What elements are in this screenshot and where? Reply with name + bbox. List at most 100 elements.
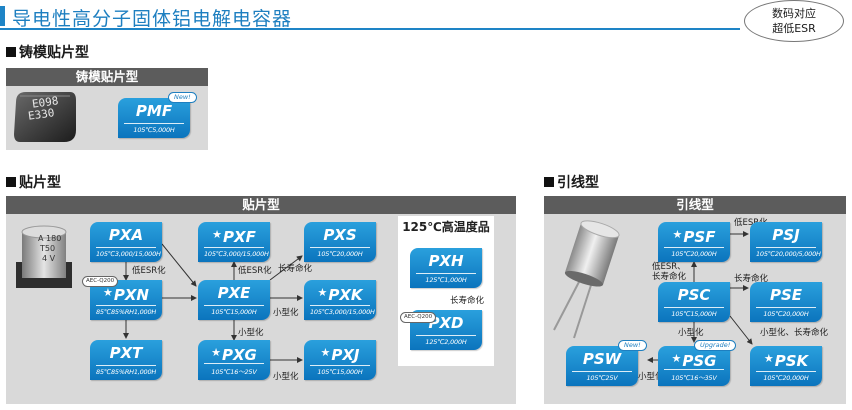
product-psw[interactable]: PSW 105℃25V: [566, 346, 638, 386]
product-psf-spec: 105℃20,000H: [664, 247, 724, 258]
label-psc-psg: 小型化: [678, 328, 704, 338]
product-pmf-spec: 105℃5,000H: [124, 123, 184, 134]
label-psf-psj: 低ESR化: [734, 218, 768, 228]
product-psf-name: PSF: [683, 228, 716, 246]
panel-head-high-temp: 125℃高温度品: [402, 220, 490, 234]
label-pxe-pxk: 小型化: [273, 308, 299, 318]
star-icon: ★: [211, 346, 221, 359]
upgrade-tag-psg: Upgrade!: [694, 340, 737, 351]
product-pxg-spec: 105℃16～25V: [204, 363, 264, 376]
product-pxf-name: PXF: [223, 228, 256, 246]
product-pxh-spec: 125℃1,000H: [416, 273, 476, 284]
star-icon: ★: [763, 352, 774, 365]
product-psk-name: PSK: [774, 352, 809, 370]
product-pxa-spec: 105℃3,000/15,000H: [96, 247, 161, 258]
product-psc[interactable]: PSC 105℃15,000H: [658, 282, 730, 322]
product-pxt-spec: 85℃85%RH1,000H: [96, 365, 156, 376]
product-pxk-spec: 105℃3,000/15,000H: [310, 305, 375, 316]
product-psf[interactable]: ★PSF 105℃20,000H: [658, 222, 730, 262]
product-pxd-name: PXD: [428, 314, 464, 332]
star-icon: ★: [320, 346, 331, 359]
product-pxf-spec: 105℃3,000/15,000H: [204, 247, 269, 258]
section-title-chip: 贴片型: [6, 172, 61, 192]
new-tag-psw: New!: [618, 340, 647, 351]
chip-mark-2: T50: [40, 244, 56, 253]
badge-line1: 数码对应: [772, 7, 816, 20]
digital-low-esr-badge: 数码对应 超低ESR: [744, 0, 844, 42]
chip-capacitor-image: A 180 T50 4 V: [12, 222, 76, 292]
product-pxe-name: PXE: [217, 284, 251, 302]
product-pxa[interactable]: PXA 105℃3,000/15,000H: [90, 222, 162, 262]
product-pxa-name: PXA: [108, 226, 144, 244]
product-pxn-spec: 85℃85%RH1,000H: [96, 305, 156, 316]
product-pxh[interactable]: PXH 125℃1,000H: [410, 248, 482, 288]
product-psc-spec: 105℃15,000H: [664, 307, 724, 318]
label-psc-psk: 小型化、长寿命化: [760, 328, 829, 338]
product-psg-spec: 105℃16～35V: [664, 369, 724, 382]
star-icon: ★: [103, 286, 113, 299]
product-psk[interactable]: ★PSK 105℃20,000H: [750, 346, 822, 386]
product-pxn-name: PXN: [113, 286, 149, 304]
product-psk-spec: 105℃20,000H: [756, 371, 816, 382]
product-pse[interactable]: PSE 105℃20,000H: [750, 282, 822, 322]
product-pxt-name: PXT: [109, 344, 143, 362]
product-pxh-name: PXH: [428, 252, 464, 270]
star-icon: ★: [317, 286, 328, 299]
label-psg-psw: 小型化: [638, 372, 664, 382]
star-icon: ★: [671, 352, 682, 365]
product-pxe[interactable]: PXE 105℃15,000H: [198, 280, 270, 320]
product-psj-spec: 105℃20,000/5,000H: [756, 247, 821, 258]
product-pse-spec: 105℃20,000H: [756, 307, 816, 318]
star-icon: ★: [672, 228, 683, 241]
product-pxs[interactable]: PXS 105℃20,000H: [304, 222, 376, 262]
product-pxs-spec: 105℃20,000H: [310, 247, 370, 258]
product-psg-name: PSG: [682, 352, 717, 370]
section-title-molded: 铸模贴片型: [6, 42, 89, 62]
product-pxj[interactable]: ★PXJ 105℃15,000H: [304, 340, 376, 380]
product-psj-name: PSJ: [772, 226, 800, 244]
product-pxe-spec: 105℃15,000H: [204, 305, 264, 316]
product-pxk-name: PXK: [328, 286, 363, 304]
panel-head-molded: 铸模贴片型: [6, 68, 208, 86]
panel-head-chip: 贴片型: [6, 196, 516, 214]
label-pxe-pxg: 小型化: [238, 328, 264, 338]
product-pxj-name: PXJ: [331, 346, 360, 364]
molded-capacitor-image: E098 E330: [10, 88, 78, 146]
page-title: 导电性高分子固体铝电解电容器: [12, 8, 293, 30]
product-pxd-spec: 125℃2,000H: [416, 335, 476, 346]
section-title-lead: 引线型: [544, 172, 599, 192]
new-tag-pmf: New!: [168, 92, 197, 103]
panel-head-lead: 引线型: [544, 196, 846, 214]
label-pxe-pxf: 低ESR化: [238, 266, 272, 276]
star-icon: ★: [212, 228, 223, 241]
product-pxk[interactable]: ★PXK 105℃3,000/15,000H: [304, 280, 376, 320]
product-pse-name: PSE: [769, 286, 803, 304]
label-pxe-pxs: 长寿命化: [278, 264, 313, 274]
lead-capacitor-image: [552, 220, 632, 340]
product-psw-name: PSW: [582, 350, 622, 368]
product-pxg-name: PXG: [222, 346, 257, 364]
product-psc-name: PSC: [677, 286, 711, 304]
product-pxg[interactable]: ★PXG 105℃16～25V: [198, 340, 270, 380]
label-pxa-pxn: 低ESR化: [132, 266, 166, 276]
aec-badge-pxn: AEC-Q200: [82, 276, 119, 287]
product-psj[interactable]: PSJ 105℃20,000/5,000H: [750, 222, 822, 262]
product-psg[interactable]: ★PSG 105℃16～35V: [658, 346, 730, 386]
label-psc-pse: 长寿命化: [734, 274, 769, 284]
product-pxs-name: PXS: [323, 226, 357, 244]
title-accent: [0, 6, 5, 26]
chip-mark-3: 4 V: [42, 254, 56, 263]
product-pxj-spec: 105℃15,000H: [310, 365, 370, 376]
aec-badge-pxd: AEC-Q200: [400, 312, 437, 323]
product-pmf[interactable]: PMF 105℃5,000H: [118, 98, 190, 138]
chip-mark-1: A 180: [38, 234, 62, 243]
product-pxf[interactable]: ★PXF 105℃3,000/15,000H: [198, 222, 270, 262]
title-bar: [0, 0, 740, 30]
badge-line2: 超低ESR: [772, 22, 816, 35]
product-pxt[interactable]: PXT 85℃85%RH1,000H: [90, 340, 162, 380]
product-psw-spec: 105℃25V: [572, 371, 632, 382]
product-pmf-name: PMF: [135, 102, 173, 120]
label-pxh-pxd: 长寿命化: [450, 296, 485, 306]
